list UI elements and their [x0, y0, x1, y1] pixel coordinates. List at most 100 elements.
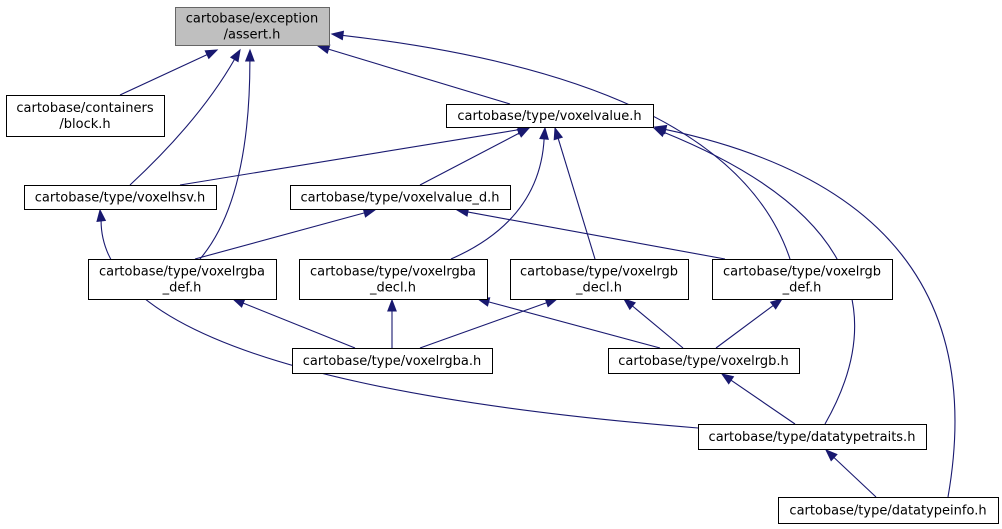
edge-arrowhead — [96, 208, 107, 222]
node-datatypeinfo[interactable]: cartobase/type/datatypeinfo.h — [778, 497, 999, 524]
edge-voxelvalue_d-to-voxelvalue — [419, 127, 531, 186]
edge-voxelhsv-to-assert — [129, 48, 241, 186]
edge-line — [194, 212, 366, 260]
node-voxelvalue_d[interactable]: cartobase/type/voxelvalue_d.h — [290, 185, 511, 210]
node-box[interactable] — [446, 104, 654, 128]
node-label-line: cartobase/exception — [186, 12, 318, 27]
edge-line — [129, 58, 236, 186]
edge-datatypetraits-to-voxelrgb — [720, 373, 796, 425]
edge-arrowhead — [362, 208, 377, 218]
edge-arrowhead — [553, 126, 564, 141]
node-block[interactable]: cartobase/containers/block.h — [6, 95, 165, 137]
node-voxelrgb[interactable]: cartobase/type/voxelrgb.h — [608, 348, 800, 374]
node-label-line: /block.h — [59, 117, 110, 132]
node-label-line: cartobase/type/voxelrgba — [99, 265, 265, 280]
node-box[interactable] — [608, 348, 800, 374]
node-box[interactable] — [290, 185, 511, 210]
edge-line — [664, 128, 956, 498]
edge-voxelvalue-to-assert — [316, 44, 511, 105]
edge-line — [631, 304, 684, 349]
node-label-line: cartobase/type/voxelvalue.h — [457, 109, 641, 124]
node-voxelrgba_def[interactable]: cartobase/type/voxelrgba_def.h — [88, 259, 277, 300]
node-label-line: cartobase/type/voxelrgba — [310, 265, 476, 280]
edge-arrowhead — [622, 298, 636, 311]
edge-line — [466, 211, 726, 260]
edge-arrowhead — [516, 127, 531, 138]
node-datatypetraits[interactable]: cartobase/type/datatypetraits.h — [698, 424, 927, 450]
nodes-layer: cartobase/exception/assert.h cartobase/co… — [6, 7, 999, 524]
edge-voxelrgba-to-voxelrgb_decl — [419, 298, 559, 349]
node-box[interactable] — [698, 424, 927, 450]
edge-line — [557, 137, 596, 260]
node-box[interactable] — [292, 348, 493, 374]
edge-voxelrgba_def-to-assert — [199, 48, 255, 260]
edge-line — [487, 301, 661, 349]
edge-line — [419, 132, 521, 186]
node-voxelrgba[interactable]: cartobase/type/voxelrgba.h — [292, 348, 493, 374]
edge-arrowhead — [204, 49, 219, 60]
edge-voxelrgb-to-voxelrgb_decl — [622, 298, 684, 349]
edge-datatypetraits-to-voxelhsv — [96, 208, 699, 429]
edge-line — [242, 302, 356, 349]
edge-arrowhead — [231, 298, 246, 308]
edge-line — [179, 129, 520, 186]
node-box[interactable] — [778, 497, 999, 524]
node-voxelrgb_decl[interactable]: cartobase/type/voxelrgb_decl.h — [510, 259, 689, 300]
edge-arrowhead — [316, 44, 331, 55]
edge-arrowhead — [229, 48, 241, 63]
edge-block-to-assert — [119, 49, 219, 96]
edge-line — [715, 304, 775, 349]
node-label-line: cartobase/type/voxelrgb — [520, 265, 678, 280]
edge-voxelrgba_def-to-voxelvalue_d — [194, 208, 377, 260]
node-box[interactable] — [175, 7, 330, 46]
edge-line — [662, 131, 856, 425]
node-label-line: cartobase/type/voxelrgb — [723, 265, 881, 280]
edge-arrowhead — [244, 48, 255, 62]
edge-arrowhead — [653, 124, 668, 135]
node-box[interactable] — [510, 259, 689, 300]
edge-line — [327, 48, 511, 105]
node-label-line: _decl.h — [575, 281, 622, 296]
edge-arrowhead — [330, 30, 345, 41]
node-voxelvalue[interactable]: cartobase/type/voxelvalue.h — [446, 104, 654, 128]
edge-line — [119, 53, 209, 96]
node-label-line: /assert.h — [224, 28, 281, 43]
edge-voxelrgba-to-voxelrgba_def — [231, 298, 356, 349]
node-voxelhsv[interactable]: cartobase/type/voxelhsv.h — [24, 185, 217, 210]
edge-line — [832, 456, 877, 498]
edge-voxelrgba-to-voxelrgba_decl — [387, 298, 397, 348]
edge-datatypeinfo-to-datatypetraits — [824, 449, 877, 498]
node-label-line: cartobase/type/voxelrgba.h — [303, 354, 481, 369]
node-box[interactable] — [88, 259, 277, 300]
node-voxelrgba_decl[interactable]: cartobase/type/voxelrgba_decl.h — [299, 259, 488, 300]
node-label-line: cartobase/type/voxelvalue_d.h — [300, 191, 499, 206]
edge-voxelrgb_def-to-assert — [330, 30, 791, 260]
edge-arrowhead — [539, 126, 549, 140]
edge-line — [729, 379, 796, 425]
edge-voxelrgb-to-voxelrgb_def — [715, 298, 784, 349]
edge-arrowhead — [720, 373, 735, 385]
node-voxelrgb_def[interactable]: cartobase/type/voxelrgb_def.h — [712, 259, 893, 300]
node-label-line: cartobase/type/datatypetraits.h — [709, 430, 916, 445]
edge-voxelrgb_def-to-voxelvalue_d — [455, 207, 726, 260]
node-label-line: _def.h — [162, 281, 202, 296]
edge-arrowhead — [387, 298, 397, 312]
edge-voxelrgba_decl-to-voxelvalue — [450, 126, 549, 260]
edge-line — [199, 59, 251, 260]
edge-line — [100, 219, 699, 429]
node-label-line: cartobase/type/voxelhsv.h — [35, 191, 206, 206]
node-box[interactable] — [24, 185, 217, 210]
node-box[interactable] — [6, 95, 165, 137]
edge-arrowhead — [824, 449, 838, 462]
edge-line — [419, 301, 548, 349]
edge-arrowhead — [769, 298, 784, 310]
edge-voxelrgb_decl-to-voxelvalue — [553, 126, 596, 260]
node-box[interactable] — [299, 259, 488, 300]
node-assert[interactable]: cartobase/exception/assert.h — [175, 7, 330, 46]
node-label-line: cartobase/containers — [16, 101, 153, 116]
node-label-line: _def.h — [782, 281, 822, 296]
node-box[interactable] — [712, 259, 893, 300]
edge-line — [450, 137, 545, 260]
edge-datatypeinfo-to-voxelvalue — [653, 124, 956, 498]
